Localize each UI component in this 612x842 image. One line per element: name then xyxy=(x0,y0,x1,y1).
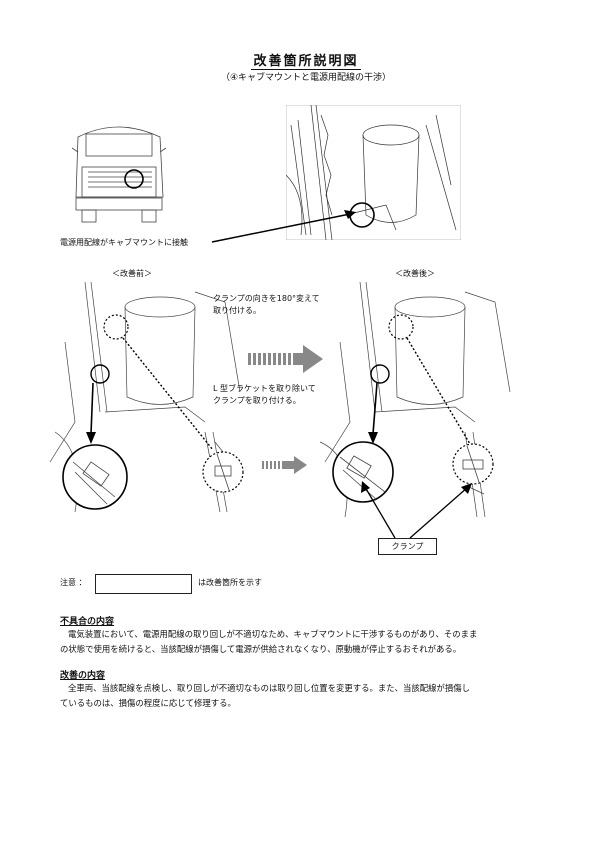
note-label: 注意 ： xyxy=(60,578,87,587)
small-arrow xyxy=(262,456,307,474)
note-legend-box xyxy=(95,574,192,594)
label-before: ＜改善前＞ xyxy=(112,269,152,278)
cab-mount-photo xyxy=(286,105,461,240)
clamp-label: クランプ xyxy=(378,538,437,555)
label-after: ＜改善後＞ xyxy=(395,269,435,278)
before-figure xyxy=(49,282,244,513)
fix-heading: 改善の内容 xyxy=(60,671,106,681)
fix-body: 全車両、当該配線を点検し、取り回しが不適切なものは取り回し位置を変更する。また、… xyxy=(60,683,470,708)
contact-leader-line xyxy=(211,210,356,243)
page-title: 改善箇所説明図 xyxy=(251,54,361,70)
truck-front-figure xyxy=(71,126,167,223)
instruction-remove-bracket: L 型ブラケットを取り除いて クランプを取り付ける。 xyxy=(213,384,316,405)
big-arrow xyxy=(248,345,323,373)
defect-body: 電気装置において、電源用配線の取り回しが不適切なため、キャブマウントに干渉するも… xyxy=(60,629,478,654)
page-subtitle: （④キャブマウントと電源用配線の干渉） xyxy=(220,73,392,83)
after-figure xyxy=(319,282,511,518)
contact-caption: 電源用配線がキャブマウントに接触 xyxy=(60,238,188,247)
instruction-rotate: クランプの向きを180°変えて 取り付ける。 xyxy=(213,294,320,315)
defect-heading: 不具合の内容 xyxy=(60,617,115,627)
clamp-pointers xyxy=(361,481,472,539)
note-text: は改善箇所を示す xyxy=(198,578,262,587)
